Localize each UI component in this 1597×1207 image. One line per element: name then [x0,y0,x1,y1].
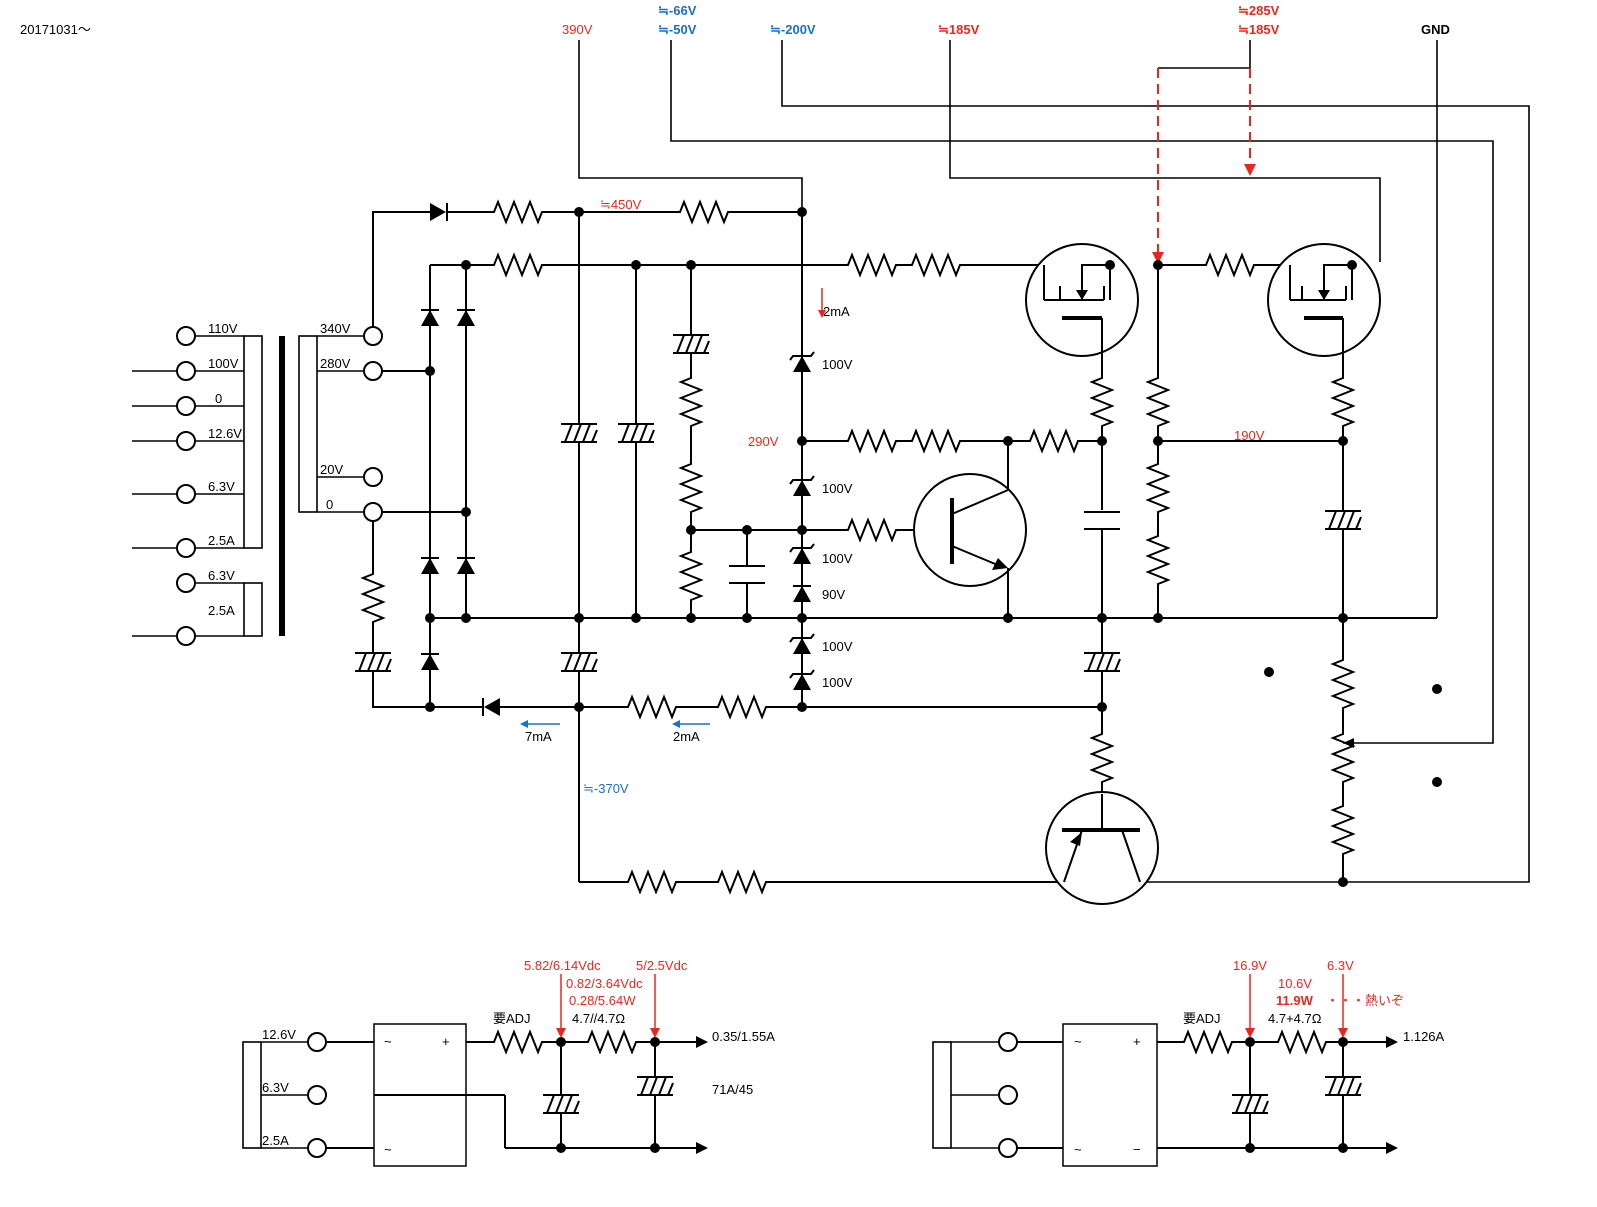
label-zener3: 100V [822,551,853,566]
label-185v-a: ≒185V [938,22,980,37]
label-290v: 290V [748,434,779,449]
date-label: 20171031〜 [20,22,91,37]
label-450v: ≒450V [600,197,642,212]
right-v1: 16.9V [1233,958,1267,973]
left-adj: 要ADJ [493,1011,531,1026]
left-bridge-plus: + [442,1034,450,1049]
npn-transistor [913,441,1027,618]
label-390v: 390V [562,22,593,37]
pnp-transistor [1045,791,1159,905]
left-tap-2a5: 2.5A [262,1133,289,1148]
label-190v: 190V [1234,428,1265,443]
left-v3: 0.82/3.64Vdc [566,976,643,991]
right-bridge-ac2: ~ [1074,1142,1082,1157]
right-iout: 1.126A [1403,1029,1445,1044]
label-7ma: 7mA [525,729,552,744]
tap-2a5-b: 2.5A [208,603,235,618]
left-v2: 5/2.5Vdc [636,958,688,973]
label-zener6: 100V [822,675,853,690]
right-note: ・・・熱いぞ [1326,993,1404,1008]
left-iout: 0.35/1.55A [712,1029,775,1044]
right-adj: 要ADJ [1183,1011,1221,1026]
label-zener4: 90V [822,587,845,602]
tap-2a5-a: 2.5A [208,533,235,548]
heater-supply-left [242,974,708,1167]
right-p1: 11.9W [1276,993,1314,1008]
tap-280v: 280V [320,356,351,371]
right-bridge-plus: + [1133,1034,1141,1049]
right-res: 4.7+4.7Ω [1268,1011,1322,1026]
power-transformer [132,326,383,646]
left-bridge-ac2: ~ [384,1142,392,1157]
tap-0-primary: 0 [215,391,222,406]
tap-100v: 100V [208,356,239,371]
label-minus200v: ≒-200V [770,22,816,37]
top-output-wires [578,40,1530,883]
mosfet1-column [1025,243,1139,828]
label-minus50v: ≒-50V [658,22,697,37]
tap-110v: 110V [208,321,238,336]
label-2ma-top: 2mA [823,304,850,319]
tap-12v6: 12.6V [208,426,242,441]
tap-6v3-a: 6.3V [208,479,235,494]
right-bridge-ac1: ~ [1074,1034,1082,1049]
current-arrows [520,288,826,728]
right-bridge-minus: − [1133,1142,1141,1157]
label-zener2: 100V [822,481,853,496]
tap-6v3-b: 6.3V [208,568,235,583]
left-res: 4.7//4.7Ω [572,1011,625,1026]
label-minus370v: ≒-370V [583,781,629,796]
label-185v-b: ≒185V [1238,22,1280,37]
right-v2: 10.6V [1278,976,1312,991]
label-zener1: 100V [822,357,853,372]
tap-340v: 340V [320,321,351,336]
left-bridge-ac1: ~ [384,1034,392,1049]
left-model: 71A/45 [712,1082,753,1097]
left-p1: 0.28/5.64W [569,993,636,1008]
left-v1: 5.82/6.14Vdc [524,958,601,973]
right-v3: 6.3V [1327,958,1354,973]
heater-supply-right [932,974,1398,1167]
left-tap-12v6: 12.6V [262,1027,296,1042]
left-tap-6v3: 6.3V [262,1080,289,1095]
label-zener5: 100V [822,639,853,654]
mosfet2-column [1267,243,1381,882]
tap-20v: 20V [320,462,343,477]
label-minus66v: ≒-66V [658,3,697,18]
label-285v: ≒285V [1238,3,1280,18]
label-gnd: GND [1421,22,1450,37]
label-2ma-bottom: 2mA [673,729,700,744]
tap-0-secondary: 0 [326,497,333,512]
